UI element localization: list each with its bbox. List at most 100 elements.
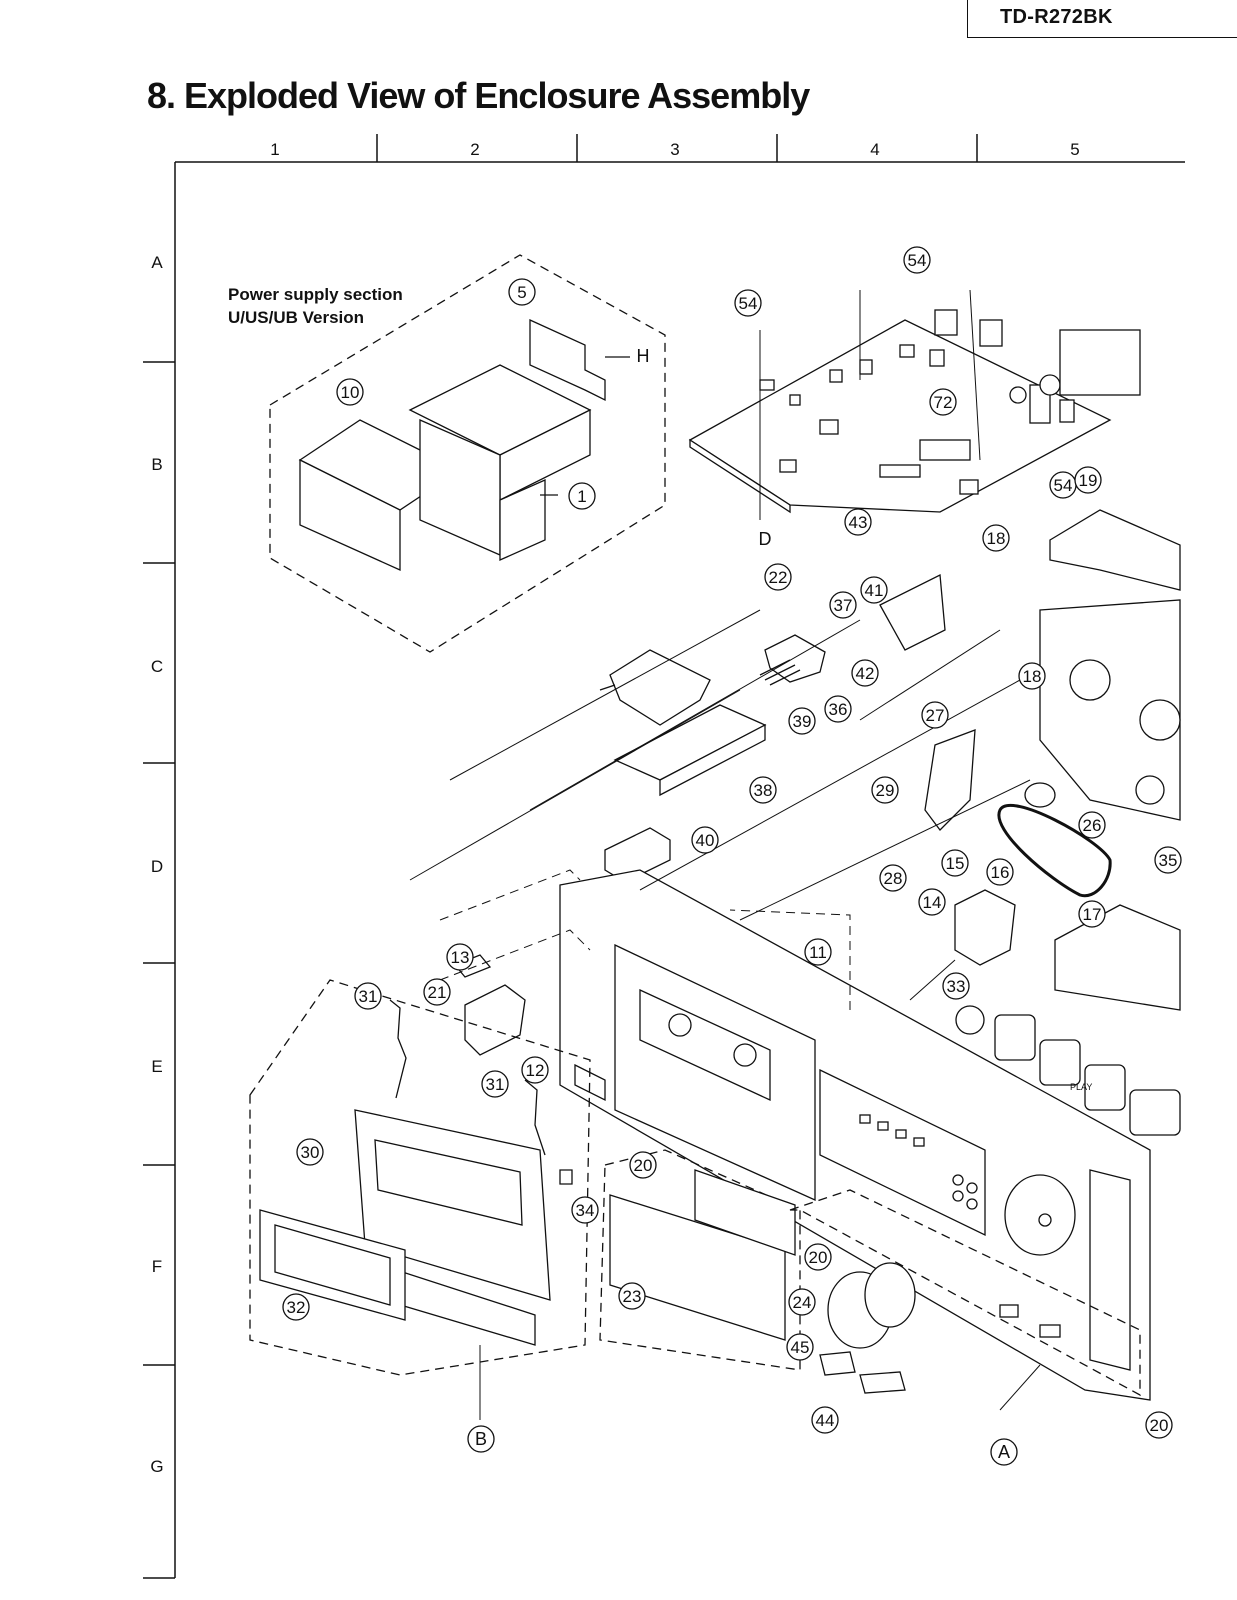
callout-72: 72: [929, 388, 957, 416]
svg-text:44: 44: [816, 1411, 835, 1430]
svg-text:15: 15: [946, 854, 965, 873]
callout-14: 14: [918, 888, 946, 916]
svg-text:45: 45: [791, 1338, 810, 1357]
row-label-e: E: [151, 1057, 162, 1076]
svg-text:1: 1: [577, 487, 586, 506]
row-label-f: F: [152, 1257, 162, 1276]
callout-20: 20: [629, 1151, 657, 1179]
cd-door-assembly: [249, 979, 591, 1376]
play-button-label: PLAY: [1070, 1082, 1092, 1092]
letter-h: H: [637, 346, 650, 366]
row-label-d: D: [151, 857, 163, 876]
column-label-4: 4: [870, 140, 879, 159]
row-label-a: A: [151, 253, 163, 272]
svg-text:38: 38: [754, 781, 773, 800]
svg-text:12: 12: [526, 1061, 545, 1080]
callout-19: 19: [1074, 466, 1102, 494]
svg-text:54: 54: [1054, 476, 1073, 495]
svg-text:A: A: [998, 1442, 1010, 1462]
front-panel-assembly: [559, 869, 1151, 1401]
svg-text:27: 27: [926, 706, 945, 725]
callout-5: 5: [508, 278, 536, 306]
display-panels: [599, 1149, 1141, 1397]
callout-22: 22: [764, 563, 792, 591]
main-circuit-board: [688, 309, 1141, 514]
svg-text:20: 20: [1150, 1416, 1169, 1435]
callout-29: 29: [871, 776, 899, 804]
callout-31: 31: [354, 982, 382, 1010]
callout-44: 44: [811, 1406, 839, 1434]
row-label-b: B: [151, 455, 162, 474]
svg-text:B: B: [475, 1429, 487, 1449]
callout-43: 43: [844, 508, 872, 536]
column-label-2: 2: [470, 140, 479, 159]
svg-text:21: 21: [428, 983, 447, 1002]
svg-text:19: 19: [1079, 471, 1098, 490]
svg-text:11: 11: [809, 943, 827, 962]
column-label-5: 5: [1070, 140, 1079, 159]
callout-32: 32: [282, 1293, 310, 1321]
row-labels: A B C D E F G: [150, 253, 163, 1476]
callout-27: 27: [921, 701, 949, 729]
svg-text:40: 40: [696, 831, 715, 850]
svg-text:10: 10: [341, 383, 360, 402]
callout-10: 10: [336, 378, 364, 406]
svg-text:20: 20: [634, 1156, 653, 1175]
callout-39: 39: [788, 707, 816, 735]
svg-text:35: 35: [1159, 851, 1178, 870]
svg-text:54: 54: [739, 294, 758, 313]
callout-26: 26: [1078, 811, 1106, 839]
column-label-1: 1: [270, 140, 279, 159]
inset-title: Power supply section U/US/UB Version: [228, 285, 403, 327]
callout-37: 37: [829, 591, 857, 619]
callout-18: 18: [982, 524, 1010, 552]
svg-text:5: 5: [517, 283, 526, 302]
inset-title-line-1: Power supply section: [228, 285, 403, 304]
volume-knob: [819, 1262, 916, 1394]
svg-text:28: 28: [884, 869, 903, 888]
letter-a-callout: A: [990, 1438, 1018, 1466]
callout-31: 31: [481, 1070, 509, 1098]
svg-text:34: 34: [576, 1201, 595, 1220]
svg-text:37: 37: [834, 596, 853, 615]
letter-d: D: [759, 529, 772, 549]
callout-30: 30: [296, 1138, 324, 1166]
callout-35: 35: [1154, 846, 1182, 874]
svg-text:26: 26: [1083, 816, 1102, 835]
callout-1: 1: [568, 482, 596, 510]
callout-42: 42: [851, 659, 879, 687]
svg-text:22: 22: [769, 568, 788, 587]
row-label-g: G: [150, 1457, 163, 1476]
callout-24: 24: [788, 1288, 816, 1316]
row-label-c: C: [151, 657, 163, 676]
power-supply-inset: [269, 254, 666, 653]
callout-15: 15: [941, 849, 969, 877]
callout-28: 28: [879, 864, 907, 892]
callout-17: 17: [1078, 900, 1106, 928]
column-label-3: 3: [670, 140, 679, 159]
model-number-box: [967, 0, 1237, 38]
svg-text:72: 72: [934, 393, 953, 412]
inset-title-line-2: U/US/UB Version: [228, 308, 364, 327]
svg-text:23: 23: [623, 1287, 642, 1306]
callout-54: 54: [903, 246, 931, 274]
small-parts: [453, 573, 1112, 1056]
page-title: 8. Exploded View of Enclosure Assembly: [147, 75, 810, 116]
svg-text:33: 33: [947, 977, 966, 996]
callout-34: 34: [571, 1196, 599, 1224]
svg-text:36: 36: [829, 700, 848, 719]
callout-41: 41: [860, 576, 888, 604]
svg-text:32: 32: [287, 1298, 306, 1317]
callout-33: 33: [942, 972, 970, 1000]
letter-b-callout: B: [467, 1425, 495, 1453]
svg-text:24: 24: [793, 1293, 812, 1312]
svg-text:30: 30: [301, 1143, 320, 1162]
svg-text:31: 31: [359, 987, 378, 1006]
operation-buttons: PLAY: [994, 1014, 1181, 1136]
model-number: TD-R272BK: [1000, 6, 1113, 28]
reference-letters: H D B A: [467, 346, 1018, 1466]
svg-text:18: 18: [1023, 667, 1042, 686]
callout-54: 54: [734, 289, 762, 317]
svg-text:18: 18: [987, 529, 1006, 548]
